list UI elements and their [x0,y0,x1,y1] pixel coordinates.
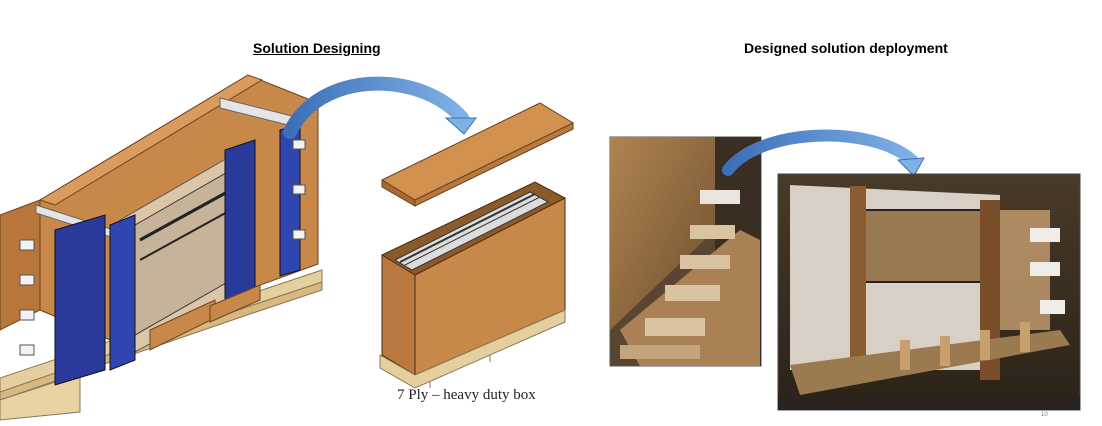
crate-design-render [0,74,323,421]
flow-arrow-right [722,129,918,176]
left-section-heading: Solution Designing [253,40,381,56]
box-lid-render [380,102,575,207]
flow-arrow-left [283,76,469,139]
deployment-photo-2 [777,173,1081,411]
page-number: 10 [1041,412,1048,418]
right-section-heading: Designed solution deployment [744,40,948,56]
deployment-photo-1 [609,136,762,367]
heavy-duty-box-render [379,181,566,389]
box-caption: 7 Ply – heavy duty box [397,387,536,403]
